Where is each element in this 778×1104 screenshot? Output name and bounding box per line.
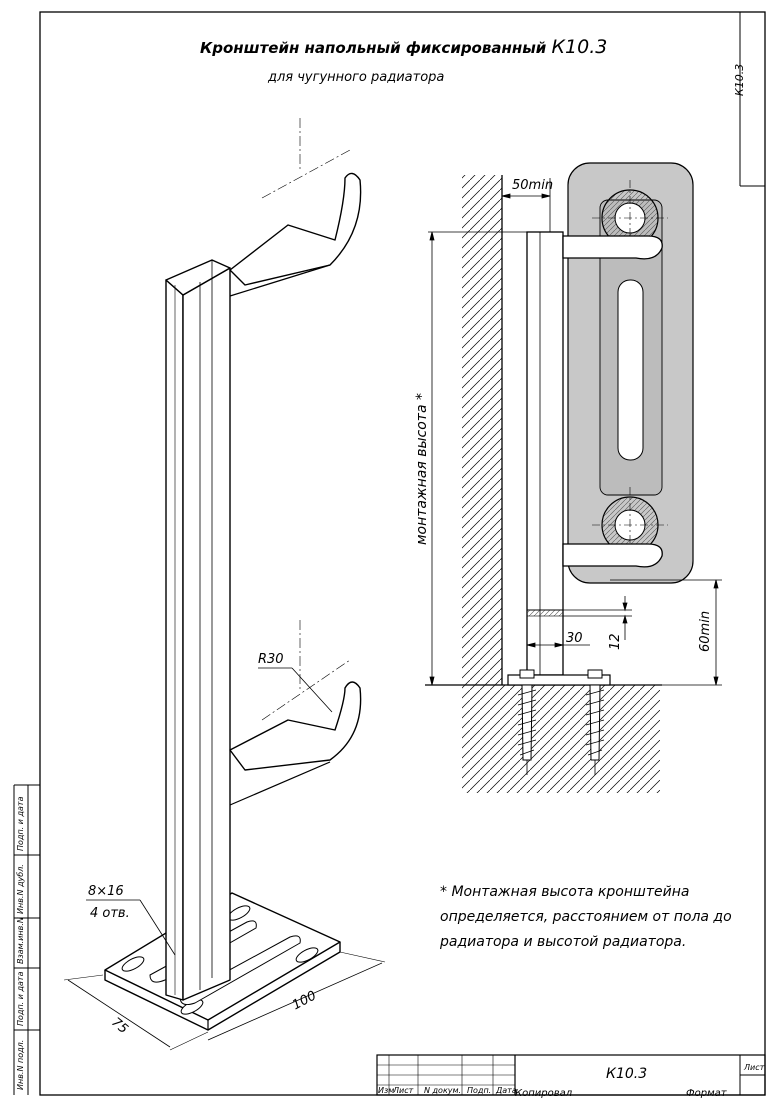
drawing-subtitle: для чугунного радиатора xyxy=(268,70,445,85)
stamp-inv-original: Инв.N подл. xyxy=(16,1039,25,1090)
stamp-inv-duplicate: Инв.N дубл. xyxy=(16,864,25,914)
stamp-replaced-inv: Взам.инв.N xyxy=(16,917,25,964)
title-block-code: К10.3 xyxy=(606,1066,648,1082)
col-doc-number: N докум. xyxy=(424,1086,462,1095)
dim-offset: 12 xyxy=(608,633,623,650)
isometric-view xyxy=(104,172,362,1031)
drawing-title: Кронштейн напольный фиксированный К10.3 xyxy=(200,36,607,58)
side-view xyxy=(425,162,722,793)
col-signature: Подп. xyxy=(467,1086,492,1095)
dim-min-gap: 50min xyxy=(512,178,554,193)
dim-radius: R30 xyxy=(258,652,284,667)
stamp-sign-date-2: Подп. и дата xyxy=(16,796,25,852)
col-date: Дата xyxy=(496,1086,517,1095)
bracket-post xyxy=(526,231,564,676)
title-main: Кронштейн напольный фиксированный xyxy=(200,39,547,57)
iso-dimensions xyxy=(63,118,386,1051)
stamp-sign-date-1: Подп. и дата xyxy=(16,971,25,1027)
dim-mount-height: монтажная высота * xyxy=(414,393,430,545)
corner-code: К10.3 xyxy=(733,63,746,96)
installation-note: * Монтажная высота кронштейна определяет… xyxy=(440,884,732,950)
title-block-sheet: Лист xyxy=(744,1063,765,1072)
dim-holes-count: 4 отв. xyxy=(90,906,130,921)
sheet-frame xyxy=(13,11,766,1096)
col-change: Изм xyxy=(378,1086,395,1095)
col-sheet: Лист xyxy=(393,1086,414,1095)
format-label: Формат xyxy=(686,1088,727,1099)
dim-floor-gap: 60min xyxy=(698,610,713,652)
title-code: К10.3 xyxy=(551,36,608,58)
dim-profile: 30 xyxy=(566,631,583,646)
dim-holes: 8×16 xyxy=(88,884,124,899)
copied-label: Копировал xyxy=(515,1088,573,1099)
